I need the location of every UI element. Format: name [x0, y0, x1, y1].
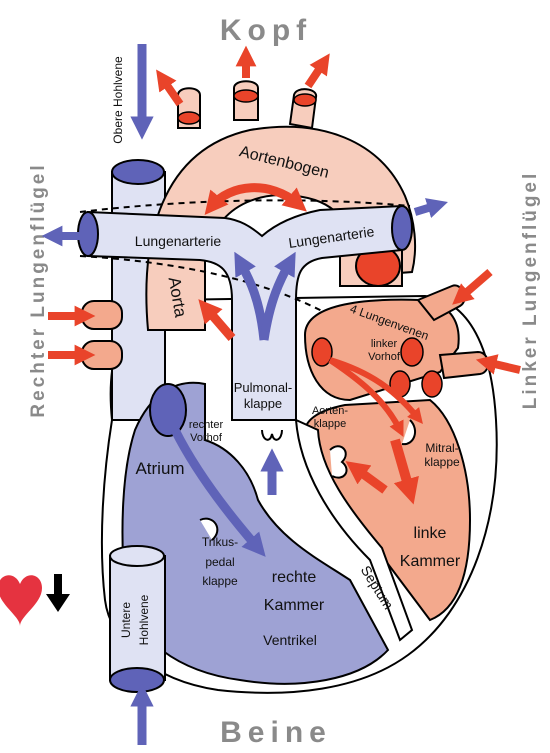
arrow-blue-pulm-right-out	[415, 205, 438, 212]
pulmonary-vein-opening-2	[401, 338, 423, 366]
label-trikuspedal-1: Trikus-	[202, 535, 238, 549]
label-untere-hohlvene-1: Untere	[119, 602, 133, 638]
arrow-red-branch-3	[308, 62, 324, 86]
right-pulmonary-vein-upper	[82, 301, 122, 329]
label-linke-kammer-2: Kammer	[400, 553, 461, 570]
arrow-red-branch-1	[162, 78, 180, 104]
label-trikuspedal-2: pedal	[205, 555, 234, 569]
label-mitralklappe-2: klappe	[424, 455, 460, 469]
label-rechte-kammer-1: rechte	[272, 569, 317, 586]
pulmonary-vein-opening-4	[422, 371, 442, 397]
arrow-red-left-lung-upper	[460, 272, 490, 298]
label-ventrikel: Ventrikel	[263, 632, 317, 648]
label-untere-hohlvene-2: Hohlvene	[137, 594, 151, 645]
aortic-branch-2-opening	[234, 90, 258, 102]
aortic-branch-3-opening	[294, 94, 316, 106]
inferior-vena-cava-opening	[110, 668, 164, 692]
label-right-linker-lungenfluegel: Linker Lungenflügel	[520, 171, 541, 410]
pulmonary-artery-right-opening	[392, 206, 412, 250]
label-atrium: Atrium	[135, 459, 184, 478]
label-linker-vorhof-1: linker	[371, 338, 398, 350]
superior-vena-cava-opening	[112, 160, 164, 184]
label-trikuspedal-3: klappe	[202, 574, 238, 588]
aortic-branch-1-opening	[178, 112, 200, 124]
label-bottom-beine: Beine	[220, 716, 332, 749]
label-linker-vorhof-2: Vorhof	[368, 351, 401, 363]
label-obere-hohlvene: Obere Hohlvene	[111, 56, 125, 144]
label-pulmonalklappe-2: klappe	[244, 396, 282, 411]
arrow-down-icon	[46, 574, 70, 612]
label-mitralklappe-1: Mitral-	[425, 441, 458, 455]
label-top-kopf: Kopf	[220, 14, 312, 47]
label-left-rechter-lungenfluegel: Rechter Lungenflügel	[28, 162, 49, 417]
label-aortenklappe-1: Aorten-	[312, 405, 348, 417]
right-atrium-opening	[150, 384, 186, 436]
left-pulmonary-vein-lower	[440, 352, 488, 378]
arrow-red-left-lung-lower	[486, 362, 520, 370]
label-aortenklappe-2: klappe	[314, 418, 346, 430]
inferior-vena-cava-top	[110, 546, 164, 566]
label-rechter-vorhof-2: Vorhof	[190, 432, 223, 444]
label-lungenarterie-left: Lungenarterie	[135, 233, 222, 249]
label-linke-kammer-1: linke	[414, 525, 447, 542]
label-rechter-vorhof-1: rechter	[189, 419, 224, 431]
heart-icon	[0, 575, 42, 626]
label-pulmonalklappe-1: Pulmonal-	[234, 380, 293, 395]
right-pulmonary-vein-lower	[82, 341, 122, 369]
label-rechte-kammer-2: Kammer	[264, 597, 325, 614]
